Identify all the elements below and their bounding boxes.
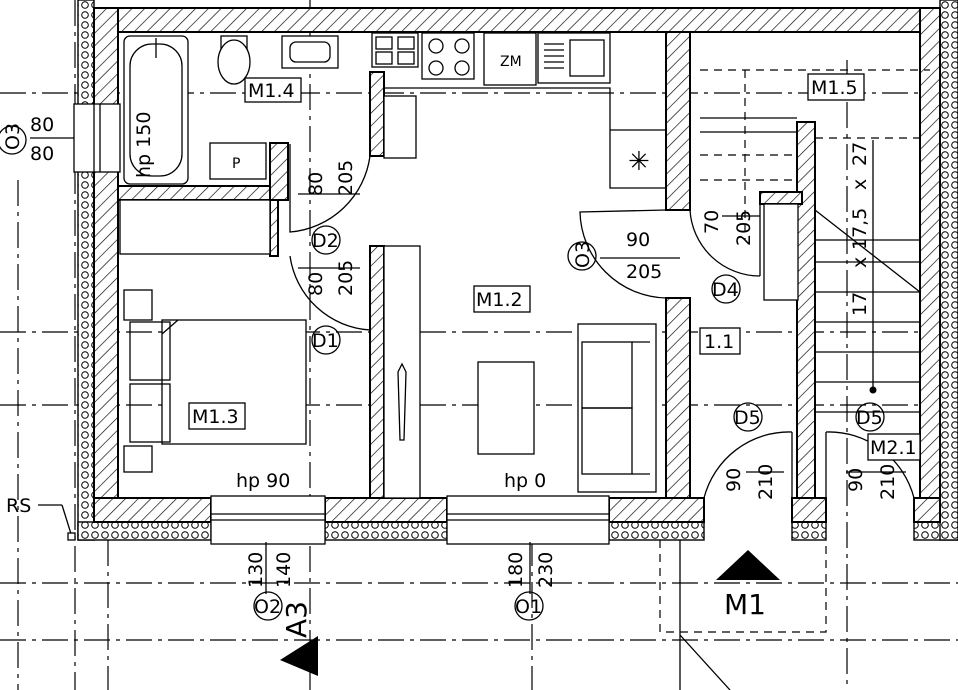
fan-icon: ✳ [628, 147, 650, 177]
furniture: ✳ [119, 32, 799, 499]
dim-stair-175: 17,5 [849, 208, 871, 250]
doors [289, 144, 915, 499]
dim-d2-h: 205 [335, 160, 357, 196]
dim-o2-h: 140 [273, 552, 295, 588]
dim-o3-h: 205 [626, 261, 662, 283]
room-label-hall: 1.1 [704, 331, 734, 353]
markers: RS A3 M1 O3 O3 O2 O1 D2 D1 D4 D5 D5 [0, 123, 885, 638]
room-label-bathroom: M1.4 [248, 80, 295, 102]
marker-d1: D1 [312, 330, 339, 352]
dimension-lines [30, 137, 906, 594]
section-arrow-icon [280, 636, 318, 676]
dim-bath-window-w: 80 [30, 114, 54, 136]
marker-o3-mid: O3 [572, 241, 594, 268]
dim-o3-w: 90 [626, 229, 650, 251]
entrance-arrow-icon [716, 550, 780, 580]
dim-o2-w: 130 [245, 552, 267, 588]
room-label-bedroom: M1.3 [192, 406, 239, 428]
dim-d2-w: 80 [305, 172, 327, 196]
dim-d5a-h: 210 [755, 464, 777, 500]
marker-d5-a: D5 [734, 407, 761, 429]
marker-d5-b: D5 [856, 407, 883, 429]
dim-bath-sill: hp 150 [133, 112, 155, 178]
room-label-stairs: M1.5 [811, 77, 858, 99]
dim-d5a-w: 90 [723, 468, 745, 492]
dim-d4-w: 70 [701, 210, 723, 234]
entrance-landing [38, 504, 827, 690]
marker-o1: O1 [515, 596, 542, 618]
walls [93, 7, 941, 523]
dim-d4-h: 205 [733, 210, 755, 246]
room-label-living: M1.2 [476, 289, 523, 311]
dim-stair-x-1: x [849, 179, 871, 190]
dim-d1-h: 205 [335, 260, 357, 296]
dim-d5b-w: 90 [845, 468, 867, 492]
dim-stair-27: 27 [849, 142, 871, 166]
dim-stair-x-2: x [849, 257, 871, 268]
rs-label: RS [6, 495, 31, 517]
dim-d5b-h: 210 [877, 464, 899, 500]
dim-living-sill: hp 0 [504, 470, 546, 492]
room-label-vestibule: M2.1 [870, 437, 917, 459]
room-labels: M1.4 M1.3 M1.2 M1.5 1.1 M2.1 [188, 73, 921, 461]
marker-o3-left: O3 [2, 123, 24, 150]
fridge-label: ZM [500, 54, 522, 70]
windows [73, 103, 610, 545]
dim-bed-sill: hp 90 [236, 470, 290, 492]
dim-o1-h: 230 [535, 552, 557, 588]
boiler-label: P [232, 156, 240, 172]
marker-d2: D2 [312, 230, 339, 252]
section-label: A3 [280, 601, 313, 638]
dimensions: 80 80 hp 150 80 205 80 205 90 205 70 205… [30, 112, 899, 588]
marker-d4: D4 [712, 279, 739, 301]
entrance-label: M1 [724, 588, 766, 621]
staircase [700, 69, 930, 413]
marker-o2: O2 [254, 596, 281, 618]
dim-stair-17: 17 [849, 292, 871, 316]
dim-o1-w: 180 [505, 552, 527, 588]
dim-d1-w: 80 [305, 272, 327, 296]
dim-bath-window-h: 80 [30, 143, 54, 165]
